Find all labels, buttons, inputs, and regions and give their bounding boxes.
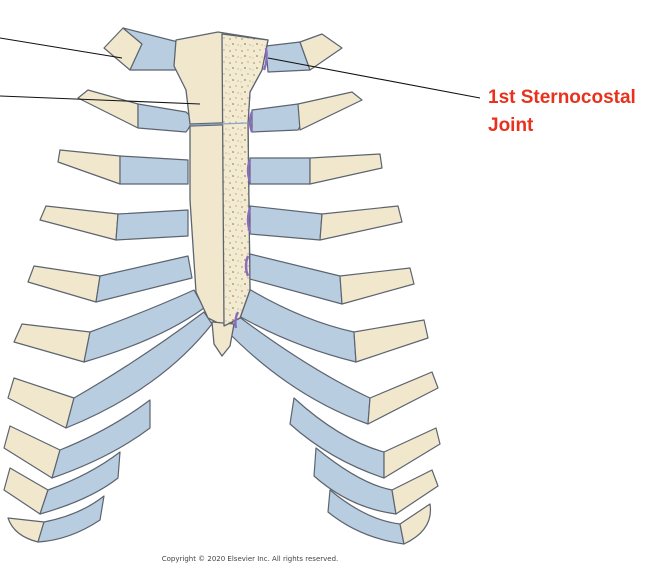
- left-rib-8-cartilage: [51, 399, 151, 479]
- right-rib-4-cartilage: [249, 205, 323, 241]
- left-rib-9-cartilage: [39, 451, 121, 515]
- left-rib-5-cartilage: [95, 255, 193, 303]
- right-rib-4-bone: [319, 205, 403, 241]
- right-ribs: [225, 33, 441, 545]
- first-sternocostal-joint: [262, 47, 268, 71]
- leader-line-joint: [267, 57, 481, 99]
- left-rib-2-bone: [77, 89, 139, 129]
- joint-label-line-1: 1st Sternocostal: [488, 87, 636, 108]
- leader-lines: [0, 37, 481, 105]
- left-rib-7-bone: [7, 377, 75, 429]
- sternal-angle-line: [189, 122, 249, 126]
- sternum: [173, 31, 269, 357]
- right-rib-3-cartilage: [249, 157, 311, 185]
- left-rib-4-bone: [39, 205, 119, 241]
- left-rib-3-cartilage: [119, 155, 189, 185]
- right-rib-10-bone: [399, 503, 432, 545]
- left-rib-4-cartilage: [115, 209, 189, 241]
- right-rib-8-bone: [383, 427, 441, 479]
- leader-line-manubrium: [0, 95, 201, 105]
- right-rib-1-bone: [299, 33, 343, 71]
- right-rib-2-bone: [297, 91, 363, 131]
- left-rib-2-cartilage: [137, 103, 192, 133]
- left-rib-3-bone: [57, 149, 121, 185]
- right-rib-3-bone: [309, 153, 383, 185]
- joint-label: 1st Sternocostal Joint: [488, 84, 636, 140]
- right-rib-7-bone: [367, 371, 439, 425]
- left-rib-10-cartilage: [37, 495, 105, 543]
- left-rib-9-bone: [3, 467, 49, 515]
- right-rib-2-cartilage: [251, 103, 303, 133]
- left-rib-6-bone: [13, 323, 91, 363]
- right-rib-5-bone: [339, 267, 415, 305]
- sternocostal-joints: [234, 47, 268, 329]
- joint-label-line-2: Joint: [488, 115, 534, 136]
- xiphoid-process: [211, 321, 235, 357]
- left-rib-5-bone: [27, 265, 101, 303]
- left-rib-1-cartilage: [122, 27, 179, 71]
- right-rib-9-bone: [391, 469, 439, 515]
- leader-line-clavicle: [0, 37, 123, 59]
- left-ribs: [3, 27, 213, 543]
- right-rib-6-bone: [353, 319, 429, 363]
- copyright-text: Copyright © 2020 Elsevier Inc. All right…: [161, 555, 339, 563]
